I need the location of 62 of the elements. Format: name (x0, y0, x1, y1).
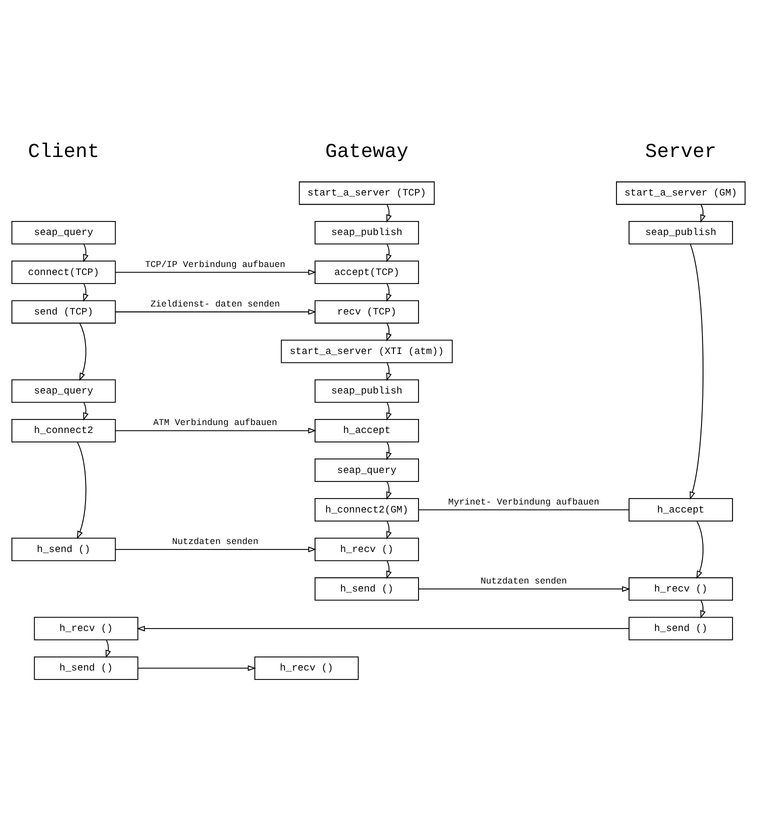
node-box: h_recv () (628, 577, 733, 601)
arrow (386, 560, 392, 580)
node-box: h_accept (628, 498, 733, 522)
arrow (83, 283, 88, 302)
arrow (114, 309, 316, 315)
label: Gateway (325, 141, 408, 164)
edge-label: Nutzdaten senden (172, 537, 258, 547)
node-box: seap_query (314, 458, 419, 482)
node-box: seap_publish (314, 379, 419, 403)
node-box: h_recv () (34, 616, 138, 640)
arrow (83, 402, 88, 421)
arrow (386, 244, 392, 262)
node-box: h_send () (628, 616, 733, 640)
arrow (114, 269, 316, 276)
node-box: recv (TCP) (314, 300, 419, 324)
arrow (386, 362, 392, 382)
node-box: accept(TCP) (314, 260, 419, 284)
arrow (690, 244, 704, 500)
node-box: h_send () (11, 538, 116, 562)
node-box: seap_publish (628, 221, 733, 244)
edge-label: TCP/IP Verbindung aufbauen (145, 260, 286, 270)
arrow (386, 323, 392, 342)
node-box: h_recv () (254, 656, 359, 680)
node-box: h_connect2(GM) (314, 498, 419, 522)
connector (418, 509, 630, 510)
label: Server (645, 141, 716, 164)
arrow (418, 586, 630, 592)
edge-label: Myrinet- Verbindung aufbauen (448, 497, 600, 508)
arrow (79, 322, 86, 381)
arrow (700, 600, 706, 619)
edge-label: Nutzdaten senden (480, 576, 567, 587)
arrow (386, 481, 392, 500)
label: Client (28, 141, 100, 164)
arrow (138, 665, 256, 671)
node-box: h_send () (314, 577, 419, 601)
arrow (114, 428, 316, 434)
arrow (386, 402, 392, 421)
edge-label: ATM Verbindung aufbauen (153, 418, 278, 428)
node-box: h_accept (314, 418, 419, 442)
arrow (700, 204, 706, 223)
edge-label: Zieldienst- daten senden (150, 299, 280, 310)
node-box: seap_publish (314, 221, 419, 244)
arrow (386, 520, 392, 540)
node-box: seap_query (11, 221, 116, 244)
arrow (386, 442, 392, 460)
node-box: start_a_server (XTI (atm)) (280, 340, 453, 364)
arrow (114, 546, 316, 552)
node-box: seap_query (11, 379, 116, 403)
node-box: start_a_server (GM) (616, 181, 746, 205)
arrow (386, 283, 392, 302)
arrow (136, 626, 630, 632)
arrow (83, 244, 88, 262)
node-box: send (TCP) (11, 300, 116, 324)
node-box: h_recv () (314, 538, 419, 562)
arrow (386, 204, 392, 223)
arrow (696, 520, 704, 579)
node-box: h_connect2 (11, 418, 116, 442)
node-box: start_a_server (TCP) (298, 181, 435, 205)
node-box: h_send () (34, 656, 138, 680)
arrow (76, 442, 86, 540)
arrow (106, 640, 111, 658)
node-box: connect(TCP) (11, 260, 116, 284)
